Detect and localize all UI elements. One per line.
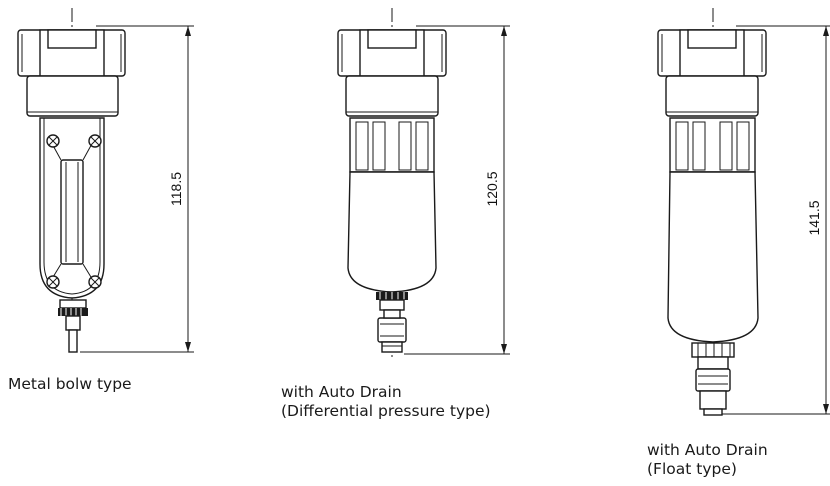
differential-drain-caption: with Auto Drain (Differential pressure t…: [281, 383, 491, 421]
float-drain-caption: with Auto Drain (Float type): [647, 441, 768, 479]
differential-drain-dimension: 120.5: [484, 171, 500, 206]
metal-bowl-dimension: 118.5: [168, 172, 184, 206]
float-drain-dimension: 141.5: [806, 200, 822, 235]
caption-line: Metal bolw type: [8, 375, 132, 393]
caption-line: (Differential pressure type): [281, 402, 491, 420]
float-drain-filter-drawing: [657, 8, 830, 416]
metal-bowl-filter-drawing: [17, 8, 194, 353]
caption-line: (Float type): [647, 460, 737, 478]
caption-line: with Auto Drain: [647, 441, 768, 459]
caption-line: with Auto Drain: [281, 383, 402, 401]
metal-bowl-caption: Metal bolw type: [8, 375, 132, 394]
differential-drain-filter-drawing: [337, 8, 510, 360]
